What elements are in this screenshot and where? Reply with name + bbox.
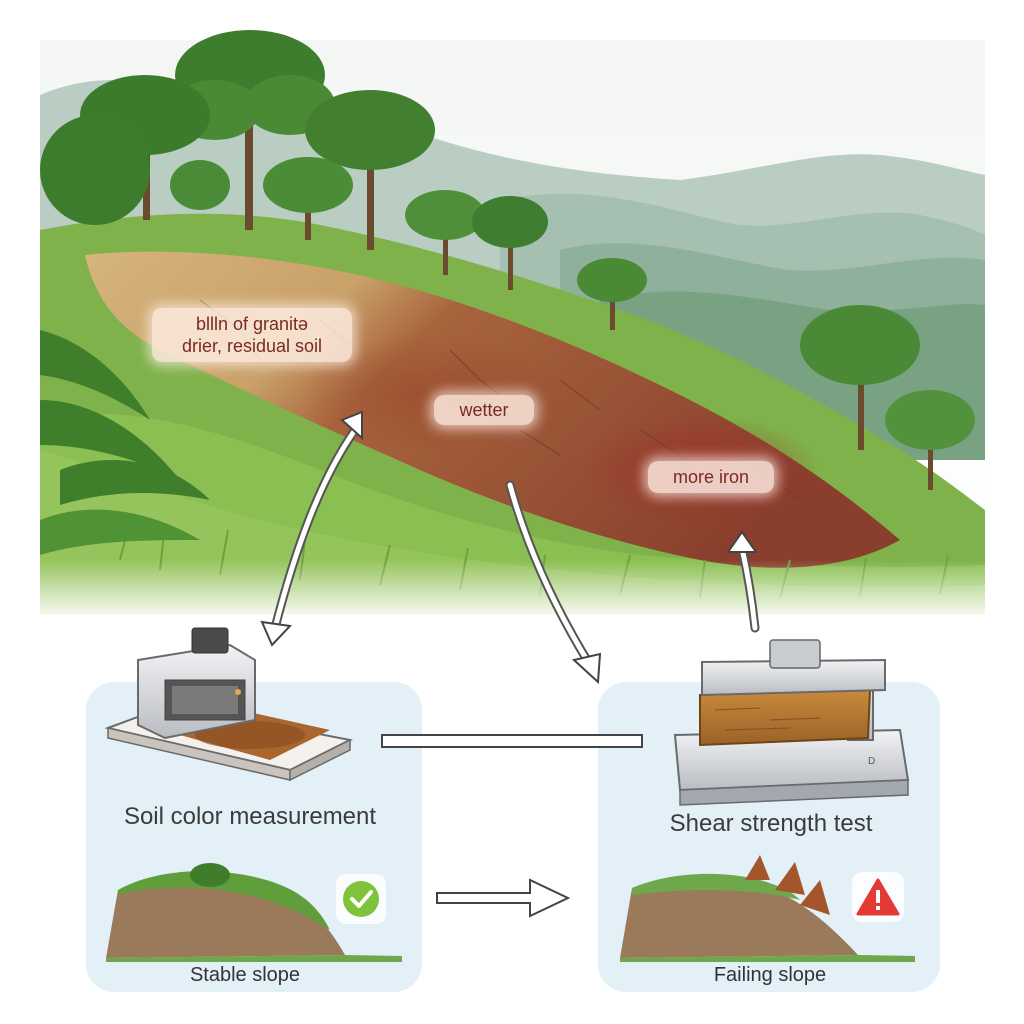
arrow-heads — [260, 410, 758, 685]
granite-label-line1: bllln of granitə — [195, 314, 309, 334]
fern-plants — [40, 330, 210, 555]
flow-arrows — [270, 425, 760, 670]
panel-connector — [381, 734, 643, 748]
stable-slope-label: Stable slope — [189, 964, 301, 986]
svg-text:D: D — [868, 756, 875, 767]
stable-slope — [106, 863, 402, 962]
more-iron-label: more iron — [648, 461, 774, 493]
failing-slope — [620, 855, 915, 962]
hilltop-trees — [40, 30, 975, 490]
color-meter-device — [104, 627, 354, 782]
failing-slope-label: Failing slope — [713, 964, 827, 986]
granite-label-line2: drier, residual soil — [181, 336, 323, 356]
soil-color-measurement-title: Soil color measurement — [123, 803, 377, 830]
wetter-label: wetter — [434, 395, 534, 425]
check-icon — [336, 874, 386, 924]
slope-arrow — [436, 878, 571, 918]
shear-strength-test-title: Shear strength test — [669, 810, 873, 837]
warning-icon — [852, 872, 904, 922]
granite-soil-label: bllln of granitə drier, residual soil — [152, 308, 352, 362]
shear-box-apparatus: D — [673, 639, 910, 806]
